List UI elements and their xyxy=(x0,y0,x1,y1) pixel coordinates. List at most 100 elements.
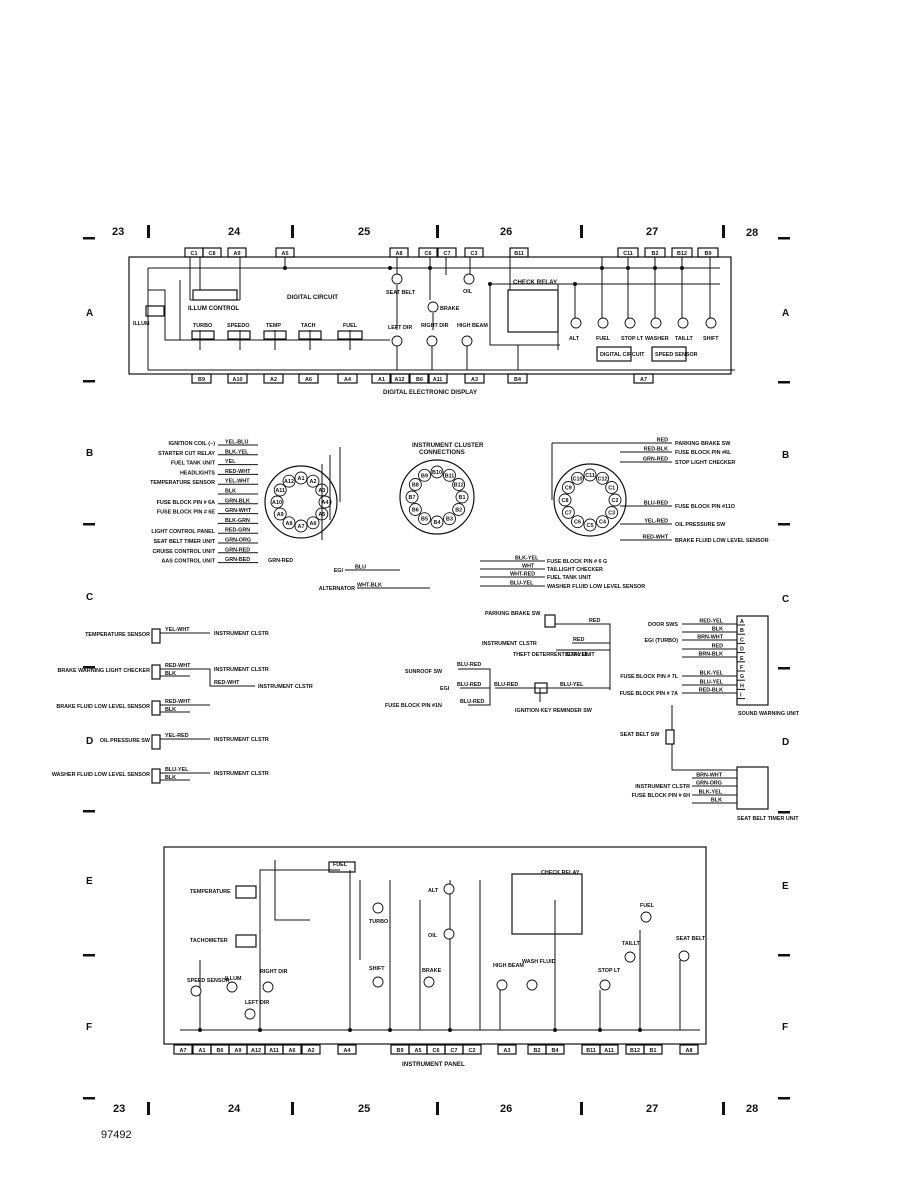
col-23-top: 23 xyxy=(112,226,124,238)
panel-label-oil: OIL xyxy=(428,933,438,939)
theft-deterrent-block: PARKING BRAKE SW RED INSTRUMENT CLSTR RE… xyxy=(385,611,611,714)
label-speedo: SPEEDO xyxy=(227,323,249,329)
connector-b-pin-b9: B9 xyxy=(418,468,431,482)
sound-unit-title: SOUND WARNING UNIT xyxy=(738,711,800,717)
connector-a-row-label: IGNITION COIL (−) xyxy=(169,441,216,447)
sound-row-wire: BLK-YEL xyxy=(700,671,724,677)
connector-a-row-wire: BLK-GRN xyxy=(225,518,250,524)
bottom-pin-a1-5-label: A1 xyxy=(378,377,385,383)
connector-c-pin-c11: C11 xyxy=(583,468,597,482)
panel-label-alt: ALT xyxy=(428,888,439,894)
panel-pin-b6-2: B6 xyxy=(210,1044,230,1055)
sound-row-wire: BLK xyxy=(712,627,723,633)
mid-blu-red-2: BLU-RED xyxy=(457,682,481,688)
top-pin-b12-11: B12 xyxy=(671,247,693,258)
panel-pin-a3-14-label: A3 xyxy=(504,1048,511,1054)
connector-a-row-wire: RED-WHT xyxy=(225,469,251,475)
panel-pin-a12-4: A12 xyxy=(246,1044,266,1055)
connector-a-pin-label: A8 xyxy=(286,521,293,527)
sensor-wire2: BLK xyxy=(165,707,176,713)
connector-a-pin-a8: A8 xyxy=(282,516,296,530)
panel-pin-c7-12: C7 xyxy=(444,1044,464,1055)
col-25-bottom: 25 xyxy=(358,1103,370,1115)
connector-c-pin-label: C7 xyxy=(565,511,572,517)
top-pin-a5-3: A5 xyxy=(275,247,295,258)
bottom-pin-b6-7-label: B6 xyxy=(416,377,423,383)
panel-label-brake: BRAKE xyxy=(422,968,442,974)
seat-belt-sw-label: SEAT BELT SW xyxy=(620,732,660,738)
panel-pin-b2-15-label: B2 xyxy=(534,1048,541,1054)
connector-c-pin-c12: C12 xyxy=(596,471,609,485)
connector-c-pin-label: C6 xyxy=(574,520,581,526)
row-e-right: E xyxy=(782,881,789,892)
connector-b-pin-label: B2 xyxy=(455,508,462,514)
panel-pin-a9-3: A9 xyxy=(228,1044,248,1055)
connector-c-pin-label: C1 xyxy=(608,486,615,492)
row-e-left: E xyxy=(86,876,93,887)
connector-b-pin-label: B3 xyxy=(446,517,453,523)
bottom-pin-a1-5: A1 xyxy=(371,373,392,384)
panel-pin-b12-19: B12 xyxy=(625,1044,645,1055)
sensor-out-wire: RED-WHT xyxy=(214,680,240,686)
connector-c-pin-label: C3 xyxy=(608,511,615,517)
panel-label-tachometer: TACHOMETER xyxy=(190,938,228,944)
seat-belt-row-wire: GRN-ORG xyxy=(696,781,722,787)
panel-label-fuel2: FUEL xyxy=(640,903,655,909)
panel-pin-b2-15: B2 xyxy=(527,1044,547,1055)
panel-pin-a12-4-label: A12 xyxy=(251,1048,261,1054)
connector-a-row-label: STARTER CUT RELAY xyxy=(158,451,215,457)
panel-label-turbo: TURBO xyxy=(369,919,388,925)
connector-b-pin-label: B12 xyxy=(454,483,464,489)
sensor-wire2: BLK xyxy=(165,775,176,781)
seat-belt-row-label: INSTRUMENT CLSTR xyxy=(635,784,690,790)
panel-label-left-dir: LEFT DIR xyxy=(245,1000,269,1006)
label-illum-control: ILLUM CONTROL xyxy=(188,305,239,312)
bottom-pin-a7-11: A7 xyxy=(633,373,654,384)
top-pin-c3-7: C3 xyxy=(464,247,484,258)
bottom-pin-a6-3: A6 xyxy=(298,373,319,384)
sensor-dest: INSTRUMENT CLSTR xyxy=(214,771,269,777)
connector-c-row-wire: BLU-RED xyxy=(644,501,668,507)
sound-pin-c: C xyxy=(740,637,744,643)
bottom-pin-b9-0-label: B9 xyxy=(198,377,205,383)
label-check-relay: CHECK RELAY xyxy=(513,279,558,286)
panel-label-illum: ILLUM xyxy=(225,976,242,982)
connector-b-wire-dest: FUEL TANK UNIT xyxy=(547,575,592,581)
col-24-top: 24 xyxy=(228,226,241,238)
label-fuel: FUEL xyxy=(343,323,358,329)
connector-b-pin-b2: B2 xyxy=(452,503,466,516)
label-speed-sensor: SPEED SENSOR xyxy=(655,352,698,358)
connector-a-row-wire: BLK xyxy=(225,489,236,495)
seat-belt-row-1: GRN-ORG INSTRUMENT CLSTR xyxy=(635,781,737,790)
caption-instrument-panel: INSTRUMENT PANEL xyxy=(402,1061,465,1068)
col-24-bottom: 24 xyxy=(228,1103,241,1115)
connector-a-row-label: CRUISE CONTROL UNIT xyxy=(153,549,216,555)
panel-label-wash-fluid: WASH FLUID xyxy=(522,959,556,965)
sound-row-label: FUSE BLOCK PIN # 7L xyxy=(620,674,679,680)
panel-pin-a11-5-label: A11 xyxy=(269,1048,279,1054)
connector-c-row-label: STOP LIGHT CHECKER xyxy=(675,460,735,466)
sensor-dest: INSTRUMENT CLSTR xyxy=(214,631,269,637)
connector-c-pin-label: C9 xyxy=(565,486,572,492)
sound-pin-i: I xyxy=(740,693,742,699)
connector-a-pin-a4: A4 xyxy=(318,495,332,509)
connector-c-row-label: OIL PRESSURE SW xyxy=(675,522,726,528)
seat-belt-row-wire: BLK-YEL xyxy=(699,790,723,796)
label-turbo: TURBO xyxy=(193,323,212,329)
connector-c-row-label: FUSE BLOCK PIN #6L xyxy=(675,450,732,456)
connector-b-pin-b12: B12 xyxy=(452,478,466,491)
connector-c-pin-label: C5 xyxy=(587,523,594,529)
sensor-dest: INSTRUMENT CLSTR xyxy=(214,737,269,743)
sunroof-sw-label: SUNROOF SW xyxy=(405,669,443,675)
connector-b-wire-color: WHT-RED xyxy=(510,572,535,578)
row-b-right: B xyxy=(782,450,789,461)
